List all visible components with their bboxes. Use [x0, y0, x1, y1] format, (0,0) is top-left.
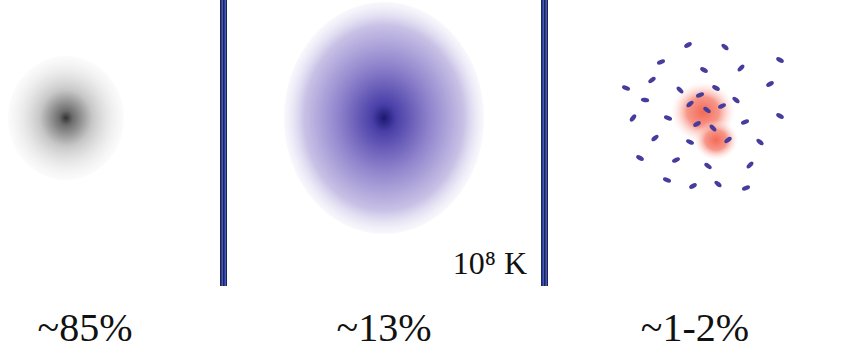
- fraction-label: ~1-2%: [641, 308, 749, 348]
- hot-gas-halo: [284, 2, 484, 234]
- galaxies: [621, 41, 784, 192]
- grey-halo: [8, 56, 124, 180]
- temperature-label: 10⁸ K: [453, 247, 527, 279]
- fraction-label: ~85%: [38, 308, 133, 348]
- stellar-core: [671, 82, 738, 160]
- panel-divider: [220, 0, 548, 286]
- fraction-label: ~13%: [337, 308, 432, 348]
